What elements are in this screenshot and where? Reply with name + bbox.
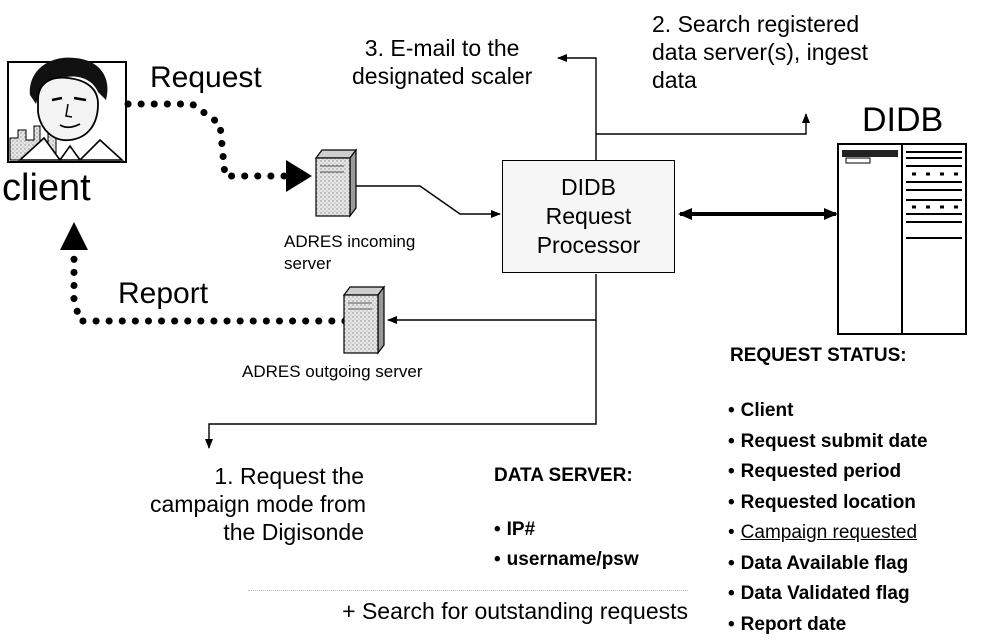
- request-status-title: REQUEST STATUS:: [730, 345, 907, 367]
- incoming-to-processor-arrow: [356, 186, 500, 214]
- processor-to-outgoing-arrow: [388, 274, 596, 320]
- status-item-location: Requested location: [728, 488, 928, 519]
- step2-line-3: data: [652, 66, 868, 94]
- step1-text: 1. Request the campaign mode from the Di…: [150, 462, 364, 546]
- status-item-submit-date: Request submit date: [728, 427, 928, 458]
- step3-text: 3. E-mail to the designated scaler: [352, 34, 532, 90]
- data-server-item: username/psw: [494, 545, 639, 575]
- request-arrow: [128, 104, 312, 192]
- status-item-period: Requested period: [728, 457, 928, 488]
- incoming-server-label: ADRES incoming server: [284, 231, 464, 275]
- data-server-item: IP#: [494, 515, 639, 545]
- processor-line-2: Request: [546, 202, 632, 231]
- step3-line-2: designated scaler: [352, 62, 532, 90]
- didb-title: DIDB: [862, 100, 943, 140]
- client-label: client: [2, 168, 91, 208]
- step2-text: 2. Search registered data server(s), ing…: [652, 10, 868, 94]
- status-item-campaign: Campaign requested: [728, 518, 928, 549]
- step1-line-1: 1. Request the: [150, 462, 364, 490]
- footer-note: + Search for outstanding requests: [248, 590, 688, 631]
- incoming-server-text: ADRES incoming server: [284, 231, 464, 275]
- report-label: Report: [118, 278, 208, 310]
- step1-line-3: the Digisonde: [150, 518, 364, 546]
- request-label: Request: [150, 62, 262, 94]
- status-item-validated-flag: Data Validated flag: [728, 579, 928, 610]
- status-item-client: Client: [728, 396, 928, 427]
- outgoing-server-icon: [344, 287, 384, 353]
- step2-line-2: data server(s), ingest: [652, 38, 868, 66]
- step1-line-2: campaign mode from: [150, 490, 364, 518]
- status-item-campaign-text: Campaign requested: [741, 522, 917, 543]
- processor-line-1: DIDB: [561, 173, 616, 202]
- client-person-icon: [8, 58, 126, 162]
- incoming-server-icon: [316, 150, 356, 216]
- status-item-available-flag: Data Available flag: [728, 549, 928, 580]
- request-processor-box: DIDB Request Processor: [502, 160, 675, 273]
- request-status-list: Client Request submit date Requested per…: [728, 396, 928, 640]
- data-server-list: IP# username/psw: [494, 515, 639, 575]
- step2-line-1: 2. Search registered: [652, 10, 868, 38]
- didb-database-icon: [838, 144, 966, 334]
- step3-arrow: [558, 58, 596, 160]
- step3-line-1: 3. E-mail to the: [352, 34, 532, 62]
- step2-arrow: [596, 114, 806, 134]
- processor-line-3: Processor: [537, 231, 641, 260]
- step1-arrow: [209, 320, 596, 448]
- outgoing-server-label: ADRES outgoing server: [242, 362, 422, 382]
- status-item-report-date: Report date: [728, 610, 928, 640]
- data-server-title: DATA SERVER:: [494, 465, 633, 487]
